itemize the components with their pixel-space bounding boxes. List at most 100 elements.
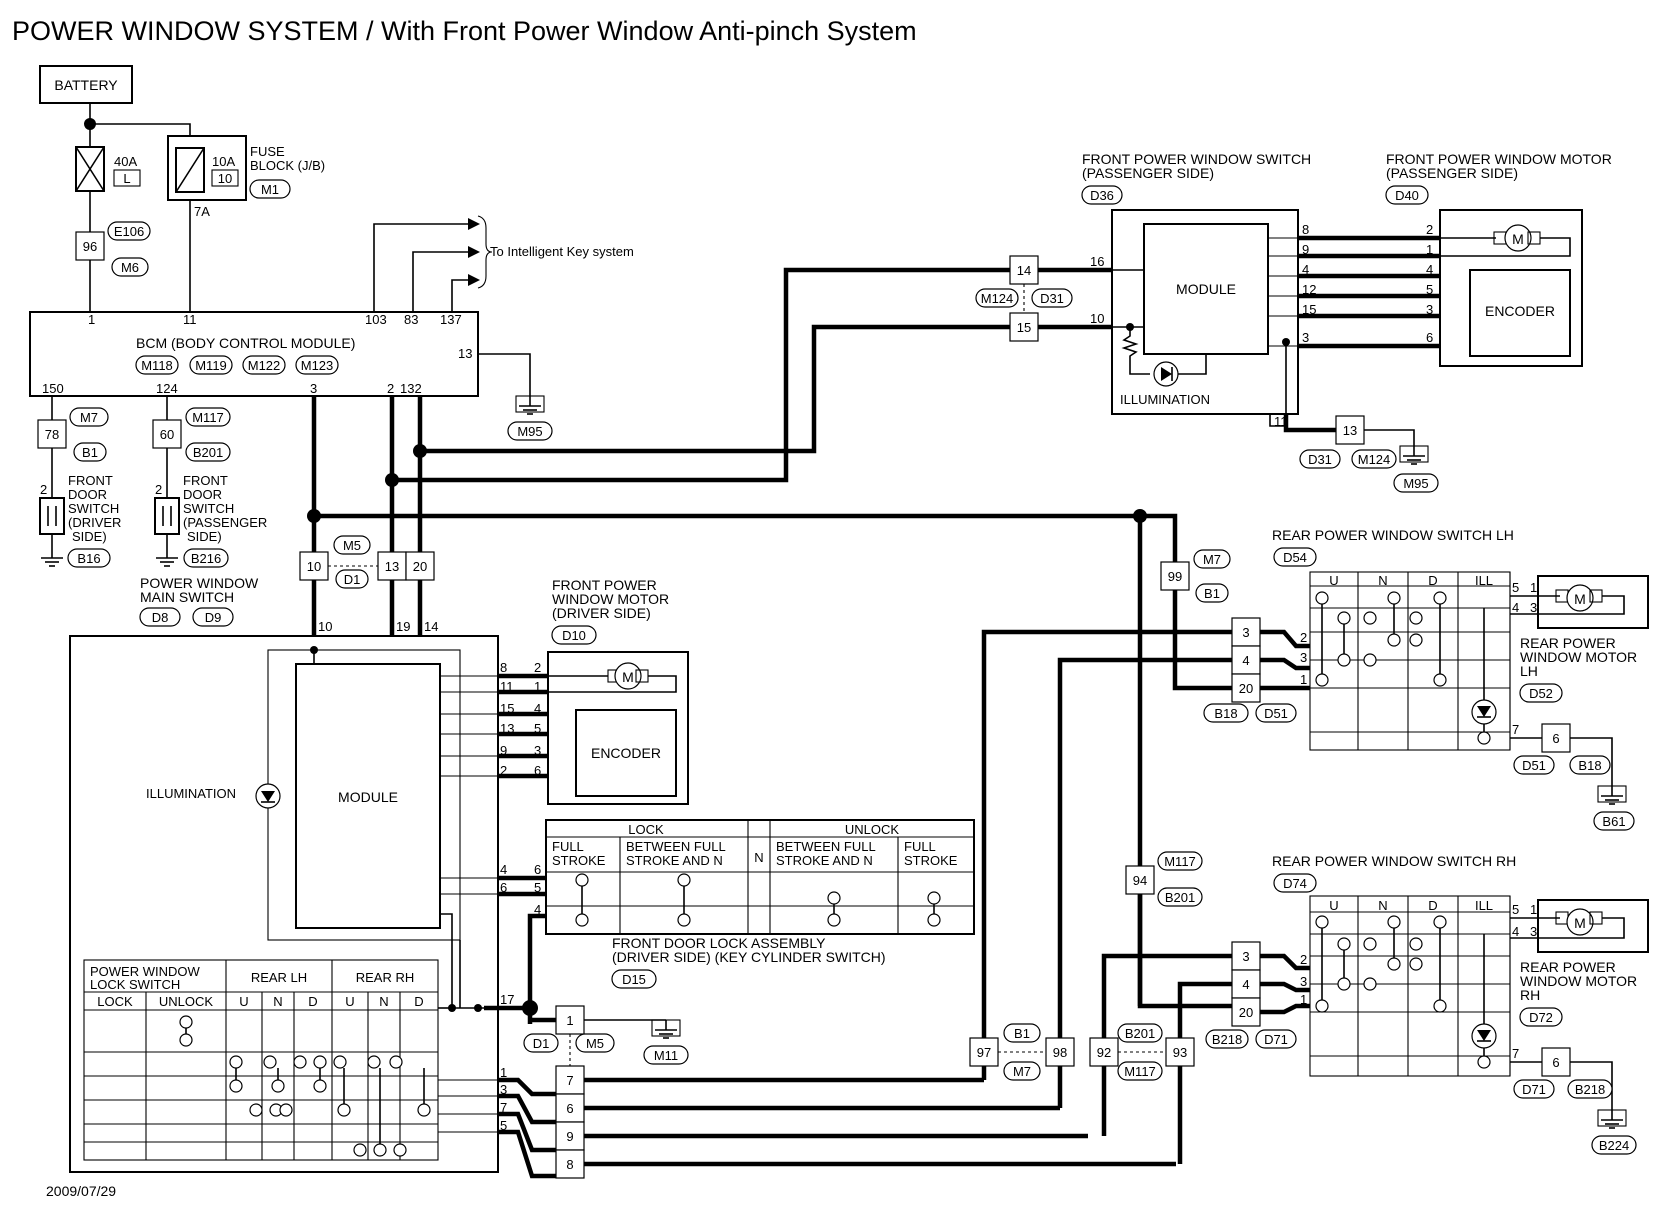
bcm-pin-137: 137 [440,312,462,327]
conn-d72-label: D72 [1529,1010,1553,1025]
conn-m124-b [1351,449,1397,469]
conn-b224 [1591,1135,1637,1155]
bcm-box [29,311,479,397]
conn-b61 [1593,811,1635,831]
rrhm-pin-1: 1 [1530,902,1537,917]
fuse-40a-label: 40A [114,154,137,169]
conn-m95-fpws [1393,473,1439,493]
conn-b201-b [1157,887,1203,907]
fds-pas-l1: FRONT [183,473,228,488]
fpws-pin-16: 16 [1090,254,1104,269]
fuse-10a-label: 10A [212,154,235,169]
conn-m1 [249,179,291,199]
conn-d71-b [1513,1079,1555,1099]
d1m5-pin-9: 9 [566,1129,573,1144]
md-pin-10: 10 [307,559,321,574]
rrh-pin-2: 2 [1300,952,1307,967]
main-module-box [295,663,441,929]
rpwm-rh-l3: RH [1520,987,1540,1003]
fds-pas-l5: SIDE) [187,529,222,544]
d10-l-2: 2 [500,763,507,778]
battery-box [39,65,133,104]
d1m5-pin-8: 8 [566,1157,573,1172]
pin-92: 92 [1097,1045,1111,1060]
bcm-pin-124: 124 [156,381,178,396]
fpwm-pin-5: 5 [1426,282,1433,297]
conn-m95-bcm [507,421,553,441]
conn-b1-a [73,442,107,462]
rrh-pin-5: 5 [1512,902,1519,917]
fpws-pin-10: 10 [1090,311,1104,326]
conn-b218-b [1567,1079,1613,1099]
conn-m119 [189,355,233,375]
rrh-n: N [1378,898,1387,913]
rrhm-pin-3: 3 [1530,924,1537,939]
conn-b1-d-label: B1 [1204,586,1220,601]
conn-b18-b-label: B18 [1578,758,1601,773]
conn-m11-label: M11 [654,1048,678,1063]
dl-full-3: FULL [904,839,936,854]
fpwm-pin-1: 1 [1426,242,1433,257]
conn-d71-a [1255,1029,1297,1049]
rrh-gnd-pin-6: 6 [1552,1055,1559,1070]
rear-rh-motor-box [1537,899,1649,953]
conn-m117-a-label: M117 [192,410,224,425]
conn-m124-a [975,288,1019,308]
conn-d15-label: D15 [622,972,646,987]
ms-pin-1: 1 [500,1065,507,1080]
conn-b201-a-label: B201 [193,445,223,460]
conn-m11 [643,1045,689,1065]
fpwm-pas-encoder [1469,269,1571,357]
rlh-c-3: 3 [1242,625,1249,640]
pin-98: 98 [1053,1045,1067,1060]
fpwm-drv-l2: WINDOW MOTOR [552,591,669,607]
rrh-c-20: 20 [1239,1005,1253,1020]
conn-b201-c [1117,1023,1163,1043]
fuse-10a-id: 10 [218,171,232,186]
conn-d40 [1385,185,1429,205]
conn-b201-b-label: B201 [1165,890,1195,905]
md-pin-13: 13 [385,559,399,574]
rpwm-lh-l3: LH [1520,663,1538,679]
conn-m117-b [1157,851,1203,871]
conn-d36 [1081,185,1123,205]
conn-d31-b-label: D31 [1308,452,1332,467]
rlh-motor-m: M [1574,591,1586,607]
conn-d40-label: D40 [1395,188,1419,203]
dl-n: N [754,850,763,865]
pwls-title-1: POWER WINDOW [90,964,200,979]
conn-b1-a-label: B1 [82,445,98,460]
dl-between-3: BETWEEN FULL [776,839,876,854]
conn-m118 [135,355,179,375]
dl-r-6: 6 [534,862,541,877]
conn-m123-label: M123 [301,358,334,373]
conn-d10 [551,625,597,645]
dl-between-2: STROKE AND N [626,853,723,868]
rrh-d: D [1428,898,1437,913]
bcm-pin-3: 3 [310,381,317,396]
fuse-block-title-2: BLOCK (J/B) [250,158,325,173]
fpws-gnd-pin-13: 13 [1343,423,1357,438]
pwls-lh-d: D [308,994,317,1009]
d10-r-4: 4 [534,701,541,716]
pw-main-switch-title-1: POWER WINDOW [140,575,259,591]
conn-e106 [107,221,151,241]
fpws-module-label: MODULE [1176,281,1236,297]
conn-m123 [295,355,339,375]
conn-d51-b-label: D51 [1522,758,1546,773]
rlh-pin-7: 7 [1512,722,1519,737]
pw-main-switch-title-2: MAIN SWITCH [140,589,234,605]
conn-d74 [1273,873,1317,893]
ms-pin-14: 14 [424,619,438,634]
fpwm-pin-2: 2 [1426,222,1433,237]
conn-b216 [183,548,229,568]
rrh-motor-m: M [1574,915,1586,931]
d10-r-2: 2 [534,660,541,675]
ms-pin-19: 19 [396,619,410,634]
bcm-pin-132: 132 [400,381,422,396]
ms-pin-3: 3 [500,1082,507,1097]
conn-m6-label: M6 [121,260,139,275]
rlh-d: D [1428,573,1437,588]
fds-drv-l2: DOOR [68,487,107,502]
